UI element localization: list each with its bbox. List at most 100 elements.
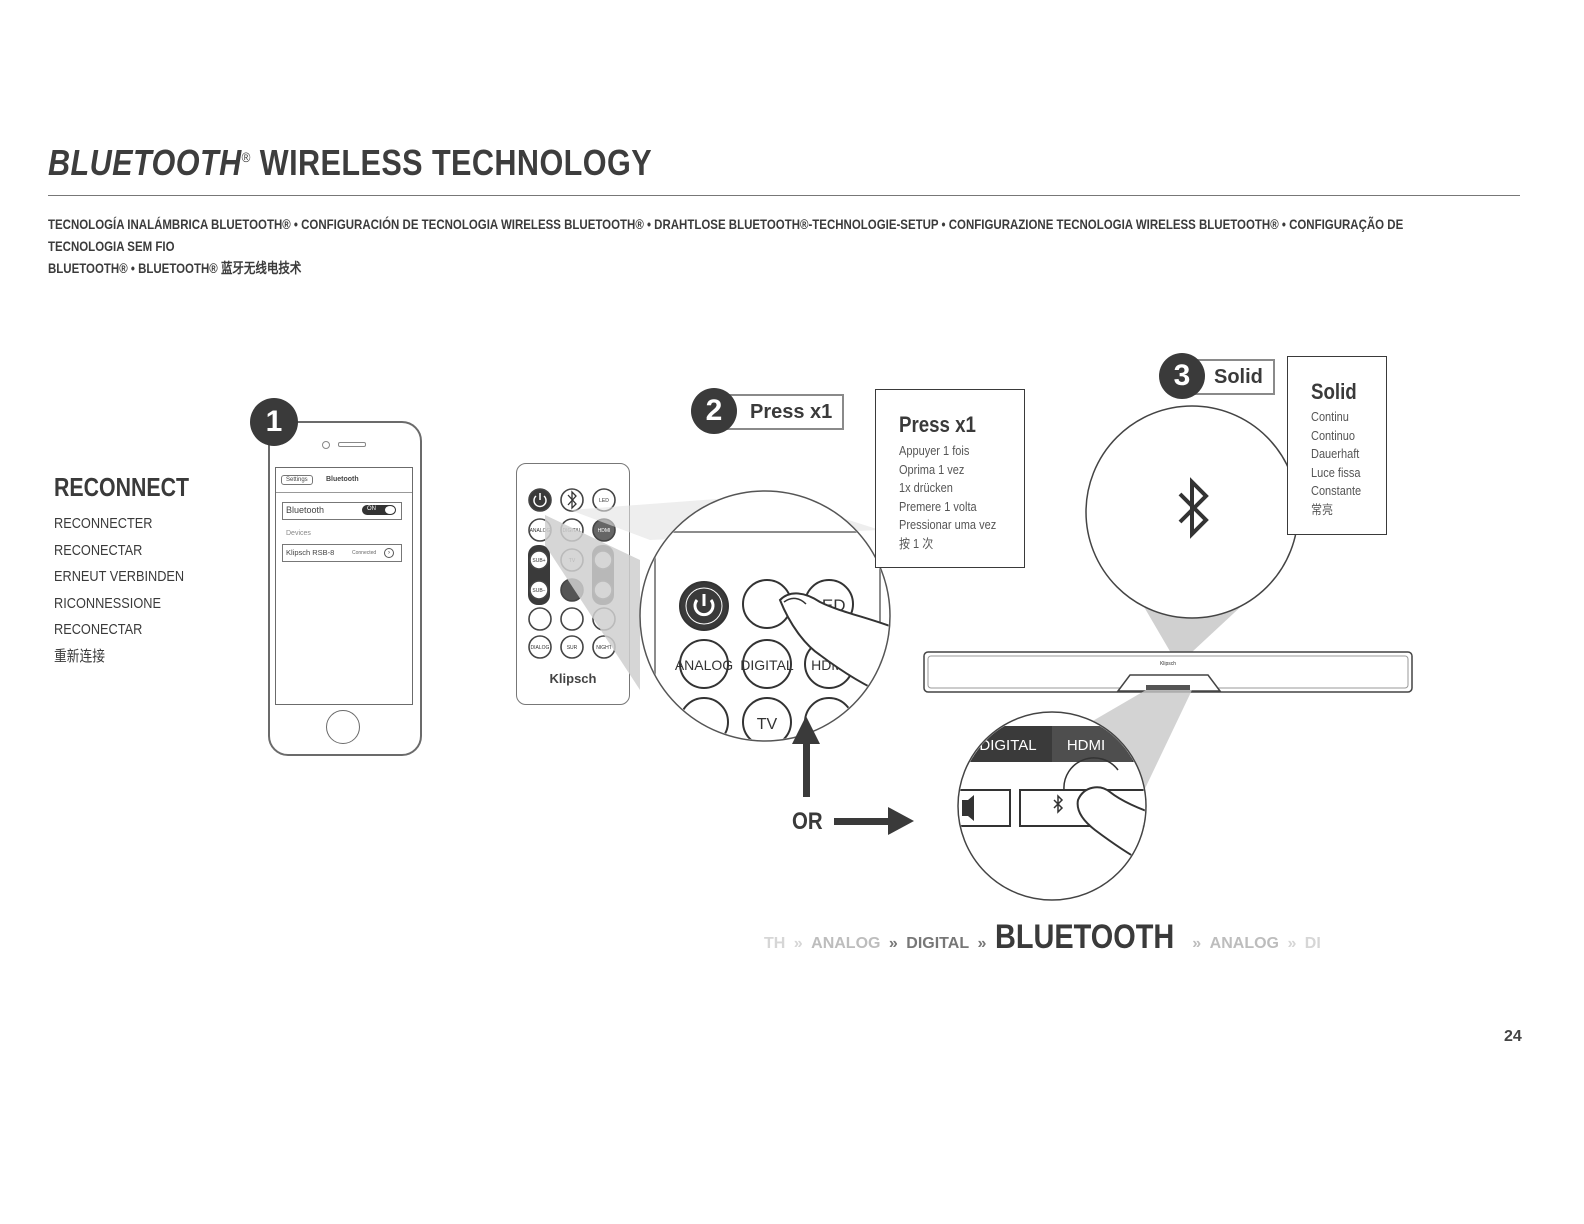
remote-surround-label: SUR	[567, 645, 578, 651]
remote-sub-plus-button	[529, 550, 549, 570]
press-pt: Pressionar uma vez	[899, 518, 997, 533]
phone-screen-title: Bluetooth	[326, 476, 359, 483]
press-instructions-box: Press x1 Appuyer 1 fois Oprima 1 vez 1x …	[875, 389, 1025, 568]
remote-sub-minus-label: SUB−	[532, 588, 545, 594]
step-1-badge: 1	[250, 398, 298, 446]
solid-de: Dauerhaft	[1311, 447, 1360, 462]
reconnect-translations: RECONNECTER RECONECTAR ERNEUT VERBINDEN …	[54, 511, 219, 671]
phone-speaker-icon	[338, 442, 366, 447]
zoom-analog-label: ANALOG	[675, 657, 733, 673]
solid-box-title: Solid	[1311, 379, 1357, 404]
mode-sep-5: »	[1287, 935, 1297, 952]
step-2-badge: 2	[691, 388, 737, 434]
solid-instructions-box: Solid Continu Continuo Dauerhaft Luce fi…	[1287, 356, 1387, 535]
power-icon	[533, 495, 547, 508]
reconnect-es: RECONECTAR	[54, 541, 143, 559]
solid-pt: Constante	[1311, 484, 1362, 499]
up-arrow-head	[792, 716, 820, 744]
remote-dialog-label: DIALOG	[531, 645, 550, 651]
reconnect-zh: 重新连接	[54, 647, 106, 665]
title-rest: WIRELESS TECHNOLOGY	[250, 142, 653, 183]
remote-prev-button	[528, 607, 552, 631]
solid-fr: Continu	[1311, 410, 1349, 424]
header-rule	[48, 195, 1520, 196]
bluetooth-icon	[567, 490, 577, 510]
press-de: 1x drücken	[899, 481, 953, 496]
reconnect-title: RECONNECT	[54, 472, 190, 502]
remote-analog-label: ANALOG	[530, 528, 551, 534]
remote-sub-minus-button	[529, 580, 549, 600]
or-label: OR	[792, 808, 823, 835]
phone-bluetooth-label: Bluetooth	[286, 505, 325, 515]
press-box-translations: Appuyer 1 fois Oprima 1 vez 1x drücken P…	[899, 442, 1009, 554]
right-arrow-shaft	[834, 818, 892, 825]
mode-analog-2: ANALOG	[1209, 935, 1279, 952]
solid-it: Luce fissa	[1311, 465, 1361, 480]
press-fr: Appuyer 1 fois	[899, 444, 970, 458]
phone-devices-header: Devices	[286, 530, 311, 537]
reconnect-fr: RECONNECTER	[54, 515, 153, 532]
right-arrow-head	[888, 807, 914, 835]
step-3-badge: 3	[1159, 353, 1205, 399]
page-number: 24	[1504, 1028, 1522, 1045]
panel-hdmi-label: HDMI	[1067, 737, 1105, 754]
step-2-tag: Press x1	[726, 394, 845, 430]
toggle-knob	[385, 506, 395, 514]
phone-nav-bar	[276, 468, 412, 493]
press-zh: 按 1 次	[899, 536, 934, 551]
remote-led-label: LED	[599, 498, 609, 504]
bluetooth-led-icon	[1178, 477, 1209, 539]
reconnect-section: RECONNECT RECONNECTER RECONECTAR ERNEUT …	[54, 472, 219, 671]
phone-bluetooth-toggle[interactable]	[362, 505, 396, 515]
solid-zh: 常亮	[1311, 502, 1334, 517]
remote-play-button	[560, 607, 584, 631]
panel-digital-label: DIGITAL	[979, 737, 1036, 754]
zoom-tv-label: TV	[757, 716, 778, 733]
input-mode-sequence: TH » ANALOG » DIGITAL » BLUETOOTH » ANAL…	[764, 918, 1321, 957]
phone-screen: Settings Bluetooth Bluetooth ON Devices …	[275, 467, 413, 705]
finger-press-icon	[778, 592, 889, 702]
page-title: BLUETOOTH® WIRELESS TECHNOLOGY	[48, 142, 652, 184]
soundbar-logo: Klipsch	[1160, 661, 1176, 667]
title-italic: BLUETOOTH	[48, 142, 242, 183]
mode-sep-3: »	[977, 935, 987, 952]
up-arrow-shaft	[803, 740, 810, 797]
mode-sep-4: »	[1192, 935, 1202, 952]
phone-device-row[interactable]	[282, 544, 402, 562]
remote-brand-logo: Klipsch	[550, 671, 597, 686]
phone-device-status: Connected	[352, 550, 377, 556]
remote-hdmi-label: HDMI	[598, 528, 611, 534]
step-3-tag: Solid	[1194, 359, 1275, 395]
remote-night-label: NIGHT	[596, 645, 612, 651]
phone-bluetooth-row[interactable]	[282, 502, 402, 520]
phone-camera-icon	[322, 441, 330, 449]
mode-active-bluetooth: BLUETOOTH	[994, 918, 1175, 956]
mode-sep-2: »	[888, 935, 898, 952]
press-es: Oprima 1 vez	[899, 462, 965, 477]
solid-es: Continuo	[1311, 428, 1356, 443]
mode-digital: DIGITAL	[906, 935, 970, 952]
press-it: Premere 1 volta	[899, 499, 977, 514]
subtitle-line-2: BLUETOOTH® • BLUETOOTH® 蓝牙无线电技术	[48, 260, 302, 276]
mode-sep-1: »	[793, 935, 803, 952]
subtitle-line-1: TECNOLOGÍA INALÁMBRICA BLUETOOTH® • CONF…	[48, 216, 1404, 254]
registered-mark: ®	[241, 149, 251, 165]
toggle-on-label: ON	[367, 506, 376, 512]
remote-surround-button	[560, 635, 584, 659]
press-box-title: Press x1	[899, 412, 976, 437]
phone-back-button[interactable]: Settings	[281, 475, 313, 485]
phone-device-name: Klipsch RSB-8	[286, 548, 335, 557]
zoom-digital-label: DIGITAL	[740, 657, 794, 673]
reconnect-de: ERNEUT VERBINDEN	[54, 568, 185, 586]
translated-subtitle: TECNOLOGÍA INALÁMBRICA BLUETOOTH® • CONF…	[48, 213, 1442, 279]
mode-faint-left: TH	[764, 935, 786, 952]
solid-box-translations: Continu Continuo Dauerhaft Luce fissa Co…	[1311, 408, 1368, 520]
mode-analog-1: ANALOG	[811, 935, 881, 952]
reconnect-pt: RECONECTAR	[54, 621, 143, 639]
mode-faint-right: DI	[1304, 935, 1321, 952]
remote-sub-plus-label: SUB+	[532, 558, 545, 564]
reconnect-it: RICONNESSIONE	[54, 594, 161, 612]
phone-device-info-icon[interactable]: ›	[384, 548, 394, 558]
